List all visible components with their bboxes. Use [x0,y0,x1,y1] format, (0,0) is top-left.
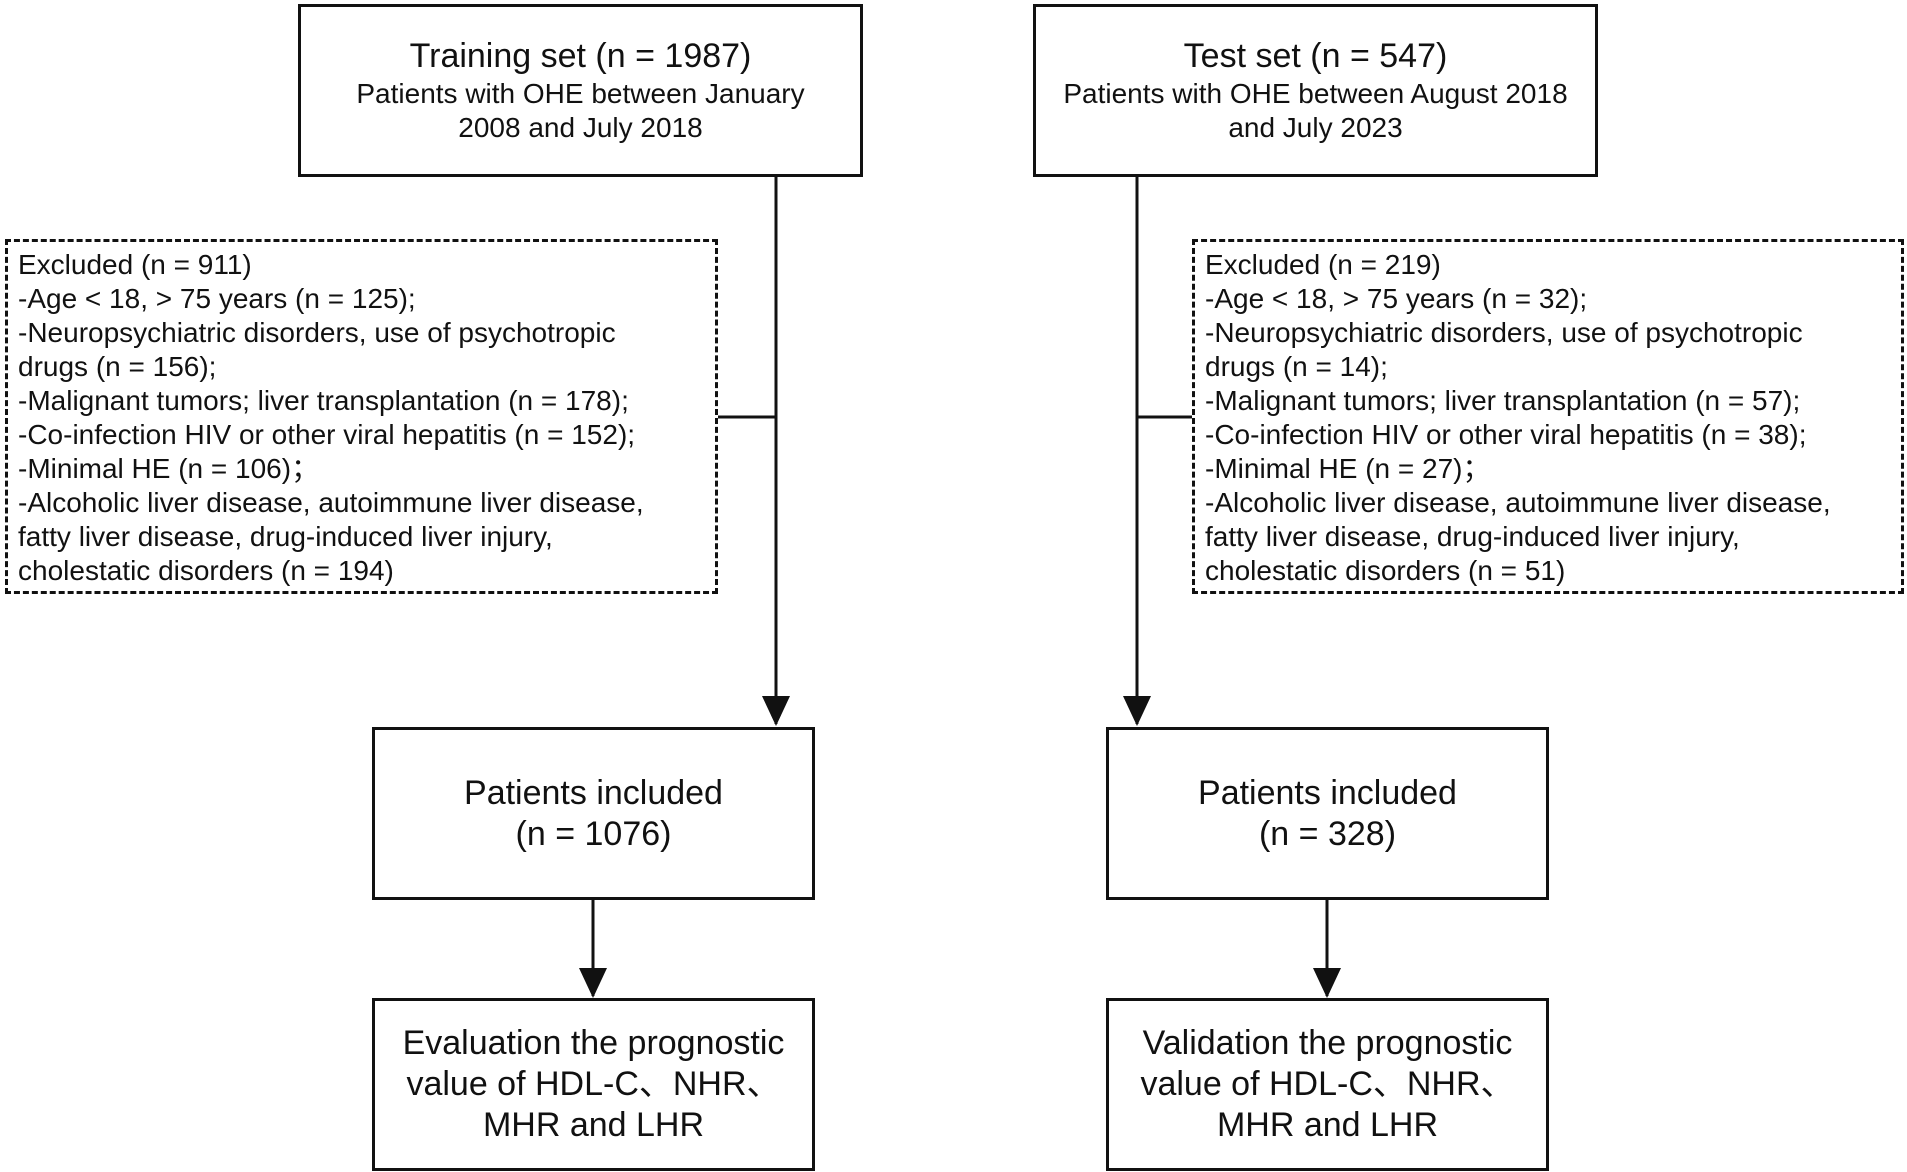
training-excluded-line: -Minimal HE (n = 106)； [18,453,320,484]
test-validation-box: Validation the prognostic value of HDL-C… [1106,998,1549,1171]
training-evaluation-box: Evaluation the prognostic value of HDL-C… [372,998,815,1171]
training-set-line-1: Patients with OHE between January [356,78,805,109]
training-excluded-line: Excluded (n = 911) [18,249,252,280]
training-included-label: Patients included [464,773,723,812]
right-main-arrowhead [1123,696,1151,726]
training-evaluation-line-3: MHR and LHR [482,1106,705,1144]
training-excluded-line: cholestatic disorders (n = 194) [18,555,394,586]
test-excluded-box: Excluded (n = 219) -Age < 18, > 75 years… [1192,239,1904,594]
test-included-box: Patients included (n = 328) [1106,727,1549,900]
test-excluded-line: Excluded (n = 219) [1205,249,1441,280]
test-excluded-line: -Neuropsychiatric disorders, use of psyc… [1205,317,1803,348]
training-excluded-line: fatty liver disease, drug-induced liver … [18,521,553,552]
test-excluded-line: fatty liver disease, drug-induced liver … [1205,521,1740,552]
training-excluded-line: -Age < 18, > 75 years (n = 125); [18,283,416,314]
training-excluded-line: -Neuropsychiatric disorders, use of psyc… [18,317,616,348]
test-validation-line-1: Validation the prognostic [1142,1024,1513,1062]
test-excluded-line: cholestatic disorders (n = 51) [1205,555,1566,586]
training-excluded-line: -Malignant tumors; liver transplantation… [18,385,629,416]
training-set-line-2: 2008 and July 2018 [458,112,703,143]
left-main-arrowhead [762,696,790,726]
test-excluded-line: -Co-infection HIV or other viral hepatit… [1205,419,1807,450]
test-excluded-line: -Alcoholic liver disease, autoimmune liv… [1205,487,1831,518]
test-included-label: Patients included [1198,773,1457,812]
test-set-line-1: Patients with OHE between August 2018 [1063,78,1568,109]
training-evaluation-line-1: Evaluation the prognostic [402,1024,785,1062]
training-excluded-line: drugs (n = 156); [18,351,217,382]
training-excluded-box: Excluded (n = 911) -Age < 18, > 75 years… [5,239,718,594]
test-validation-line-2: value of HDL-C、NHR、 [1140,1065,1515,1103]
test-excluded-line: -Minimal HE (n = 27)； [1205,453,1491,484]
test-excluded-line: -Malignant tumors; liver transplantation… [1205,385,1801,416]
test-set-line-2: and July 2023 [1228,112,1403,143]
left-final-arrowhead [579,968,607,998]
training-set-box: Training set (n = 1987) Patients with OH… [298,4,863,177]
test-validation-line-3: MHR and LHR [1216,1106,1439,1144]
test-excluded-line: -Age < 18, > 75 years (n = 32); [1205,283,1588,314]
training-set-title: Training set (n = 1987) [409,37,752,75]
test-included-count: (n = 328) [1258,814,1397,853]
right-final-arrowhead [1313,968,1341,998]
test-set-box: Test set (n = 547) Patients with OHE bet… [1033,4,1598,177]
training-included-box: Patients included (n = 1076) [372,727,815,900]
test-excluded-line: drugs (n = 14); [1205,351,1388,382]
training-excluded-line: -Co-infection HIV or other viral hepatit… [18,419,636,450]
training-excluded-line: -Alcoholic liver disease, autoimmune liv… [18,487,644,518]
training-evaluation-line-2: value of HDL-C、NHR、 [406,1065,781,1103]
test-set-title: Test set (n = 547) [1183,37,1448,75]
training-included-count: (n = 1076) [515,814,672,853]
